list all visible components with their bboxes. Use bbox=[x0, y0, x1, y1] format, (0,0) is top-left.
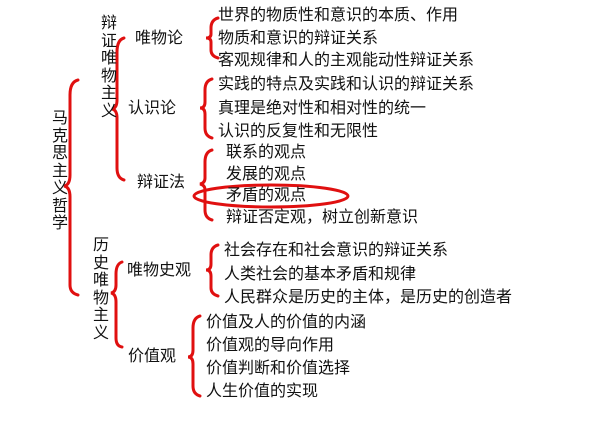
item-values-1: 价值及人的价值的内涵 bbox=[206, 312, 367, 331]
item-epistemology-3: 认识的反复性和无限性 bbox=[218, 121, 379, 140]
historical-materialism-brace bbox=[110, 260, 124, 349]
item-materialism-1: 世界的物质性和意识的本质、作用 bbox=[218, 5, 459, 24]
branch-label-dialectical-materialism: 辩证唯物主义 bbox=[100, 13, 117, 120]
item-hist-view-3: 人民群众是历史的主体，是历史的创造者 bbox=[224, 287, 513, 306]
root-label: 马克思主义哲学 bbox=[51, 108, 68, 232]
epistemology-items-brace bbox=[199, 77, 214, 140]
item-hist-view-1: 社会存在和社会意识的辩证关系 bbox=[224, 240, 449, 259]
item-values-3: 价值判断和价值选择 bbox=[206, 358, 351, 377]
group-label-materialism: 唯物论 bbox=[135, 28, 184, 47]
item-materialism-3: 客观规律和人的主观能动性辩证关系 bbox=[218, 50, 475, 69]
group-label-epistemology: 认识论 bbox=[128, 98, 177, 117]
item-dialectics-2: 发展的观点 bbox=[226, 164, 307, 183]
hist-materialism-items-brace bbox=[205, 243, 220, 298]
item-dialectics-3-highlighted: 矛盾的观点 bbox=[226, 185, 307, 204]
group-label-historical-view: 唯物史观 bbox=[127, 260, 192, 279]
item-epistemology-1: 实践的特点及实践和认识的辩证关系 bbox=[218, 74, 475, 93]
materialism-items-brace bbox=[205, 16, 220, 60]
values-items-brace bbox=[187, 314, 202, 398]
item-hist-view-2: 人类社会的基本矛盾和规律 bbox=[224, 264, 417, 283]
dialectics-items-brace bbox=[199, 148, 214, 222]
branch-label-historical-materialism: 历史唯物主义 bbox=[92, 235, 109, 342]
item-dialectics-4: 辩证否定观，树立创新意识 bbox=[226, 207, 419, 226]
item-materialism-2: 物质和意识的辩证关系 bbox=[218, 28, 379, 47]
item-values-2: 价值观的导向作用 bbox=[206, 335, 335, 354]
item-values-4: 人生价值的实现 bbox=[206, 381, 319, 400]
group-label-dialectics: 辩证法 bbox=[137, 172, 186, 191]
group-label-values: 价值观 bbox=[128, 346, 177, 365]
item-dialectics-1: 联系的观点 bbox=[226, 142, 307, 161]
item-epistemology-2: 真理是绝对性和相对性的统一 bbox=[218, 98, 427, 117]
